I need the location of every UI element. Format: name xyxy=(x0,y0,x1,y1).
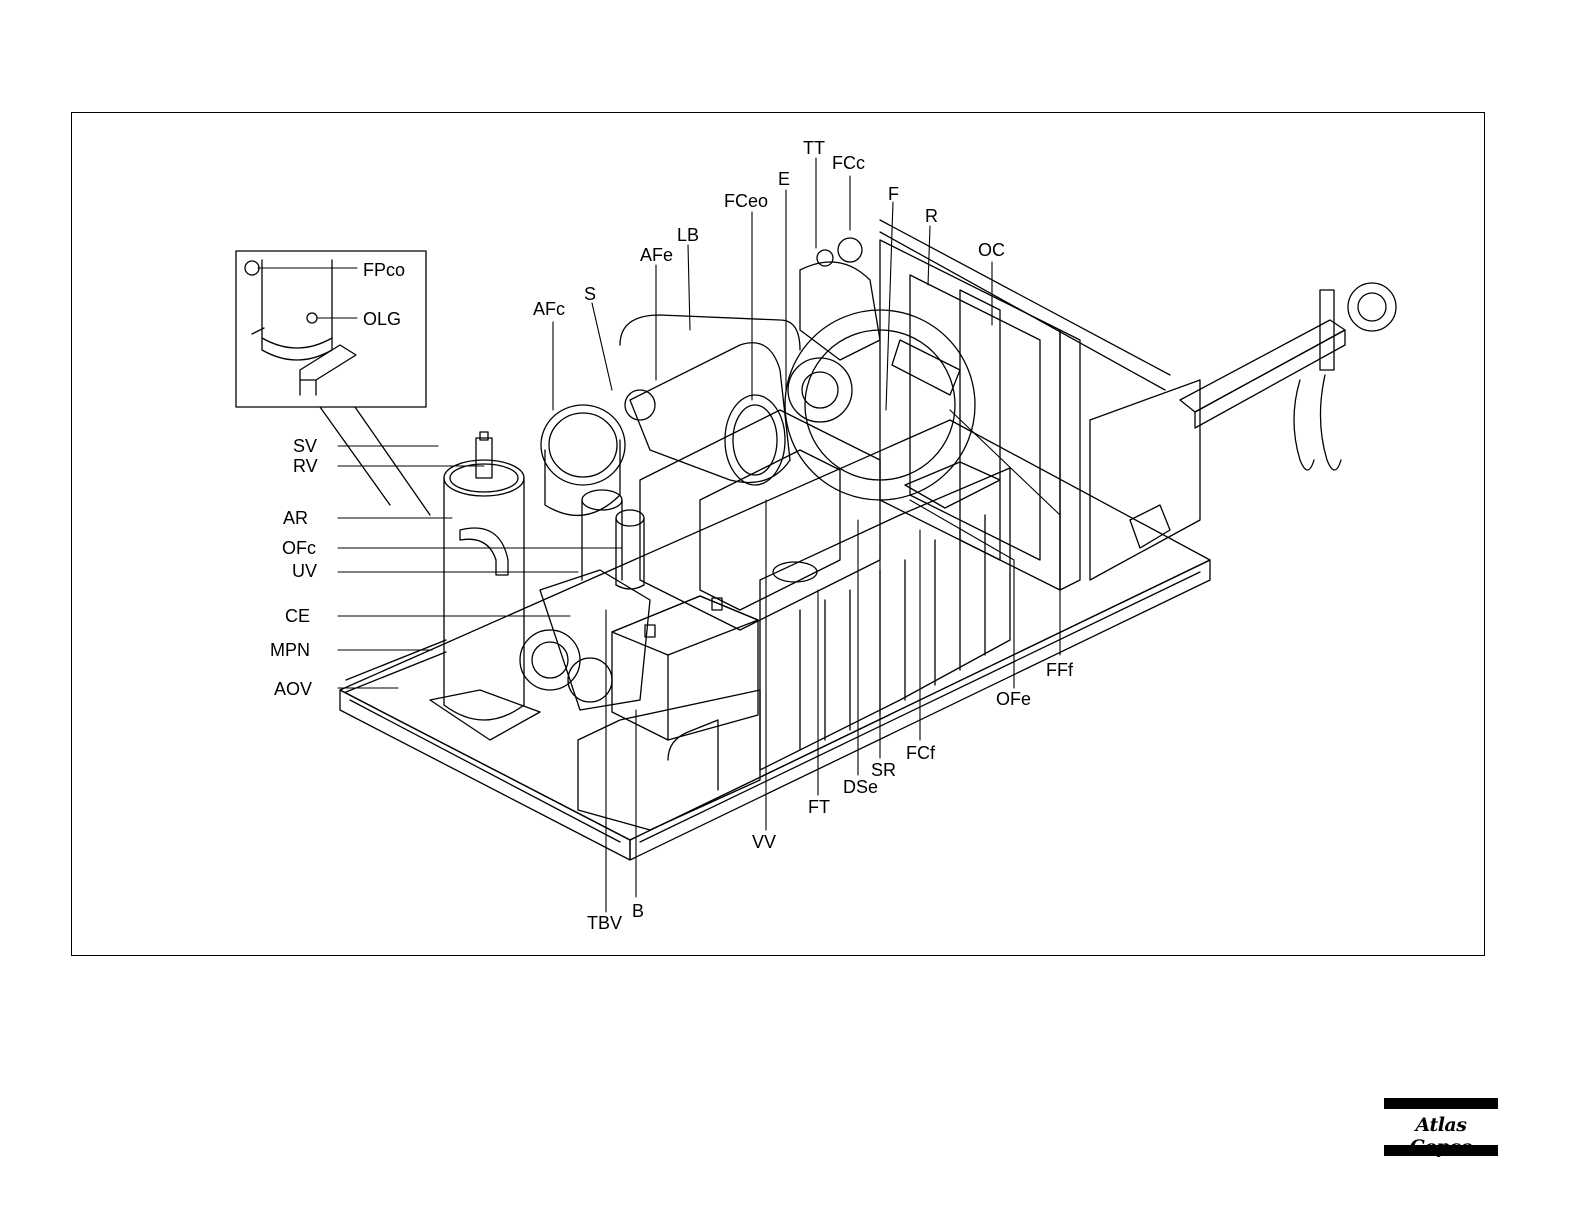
label-s: S xyxy=(584,285,596,303)
label-tbv: TBV xyxy=(587,914,622,932)
inset-box xyxy=(236,251,430,515)
front-tank xyxy=(578,690,760,830)
label-oc: OC xyxy=(978,241,1005,259)
label-e: E xyxy=(778,170,790,188)
atlas-copco-logo: Atlas Copco xyxy=(1384,1098,1498,1156)
label-afe: AFe xyxy=(640,246,673,264)
logo-bar-top xyxy=(1384,1098,1498,1109)
engine-air-filter xyxy=(620,315,800,485)
label-ofc: OFc xyxy=(282,539,316,557)
battery xyxy=(612,596,758,740)
label-mpn: MPN xyxy=(270,641,310,659)
label-fcc: FCc xyxy=(832,154,865,172)
label-sv: SV xyxy=(293,437,317,455)
label-afc: AFc xyxy=(533,300,565,318)
separator-tank xyxy=(346,432,540,740)
label-ft: FT xyxy=(808,798,830,816)
label-ofe: OFe xyxy=(996,690,1031,708)
label-aov: AOV xyxy=(274,680,312,698)
label-ce: CE xyxy=(285,607,310,625)
logo-bar-bottom xyxy=(1384,1145,1498,1156)
label-lb: LB xyxy=(677,226,699,244)
label-fpco: FPco xyxy=(363,261,405,279)
label-fcf: FCf xyxy=(906,744,935,762)
label-fff: FFf xyxy=(1046,661,1073,679)
tow-bar xyxy=(1180,283,1396,470)
label-tt: TT xyxy=(803,139,825,157)
label-ar: AR xyxy=(283,509,308,527)
label-uv: UV xyxy=(292,562,317,580)
label-olg: OLG xyxy=(363,310,401,328)
label-b: B xyxy=(632,902,644,920)
label-r: R xyxy=(925,207,938,225)
label-dse: DSe xyxy=(843,778,878,796)
label-f: F xyxy=(888,185,899,203)
label-vv: VV xyxy=(752,833,776,851)
compressor-air-filter xyxy=(541,405,644,589)
label-rv: RV xyxy=(293,457,318,475)
label-fceo: FCeo xyxy=(724,192,768,210)
engine xyxy=(640,238,880,630)
